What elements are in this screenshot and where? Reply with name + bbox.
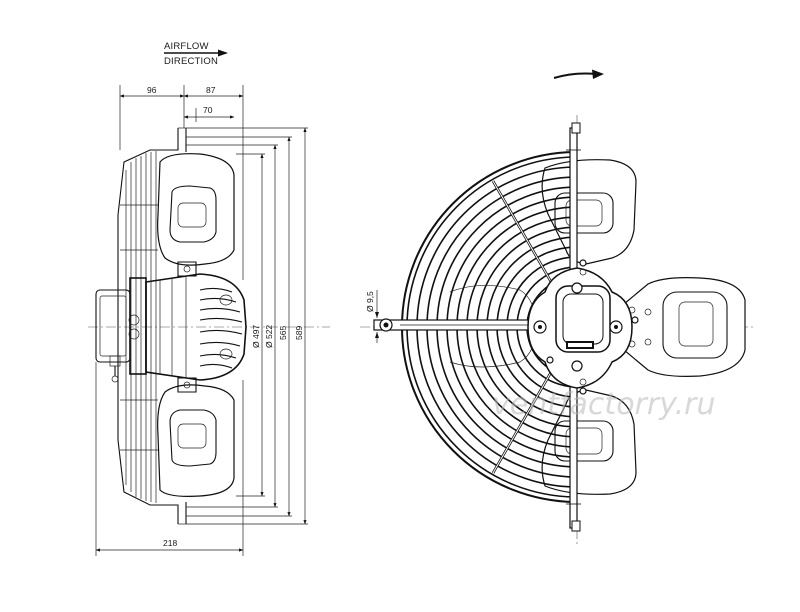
dimension-bottom: 218 <box>95 362 244 556</box>
dim-218: 218 <box>163 538 177 548</box>
dim-d522: Ø 522 <box>264 325 274 348</box>
dimension-right: Ø 497 Ø 522 565 589 <box>186 127 308 525</box>
front-hub <box>527 259 639 395</box>
front-support-bar <box>373 318 555 332</box>
dim-589: 589 <box>294 326 304 340</box>
dim-d9-5: Ø 9,5 <box>365 291 375 312</box>
dimension-top: 96 87 70 <box>119 85 244 280</box>
dimension-hole: Ø 9,5 <box>365 290 379 343</box>
airflow-label-line2: DIRECTION <box>164 56 218 67</box>
side-view: AIRFLOW DIRECTION 96 87 70 <box>88 41 330 556</box>
front-blade-right <box>623 277 746 377</box>
watermark: ventfactorry.ru <box>492 387 716 422</box>
dim-565: 565 <box>278 326 288 340</box>
airflow-label-line1: AIRFLOW <box>164 41 209 52</box>
side-blade-bottom <box>157 384 235 497</box>
front-view: Ø 9,5 <box>360 69 755 545</box>
side-motor <box>95 261 247 393</box>
front-blade-top <box>541 159 637 265</box>
dim-96: 96 <box>147 85 157 95</box>
dim-87: 87 <box>206 85 216 95</box>
rotation-arrow-icon <box>553 69 604 79</box>
side-blade-top <box>157 153 235 266</box>
dim-d497: Ø 497 <box>251 325 261 348</box>
front-rivets <box>579 268 652 386</box>
arrow-right-icon <box>164 49 228 57</box>
dim-70: 70 <box>203 105 213 115</box>
